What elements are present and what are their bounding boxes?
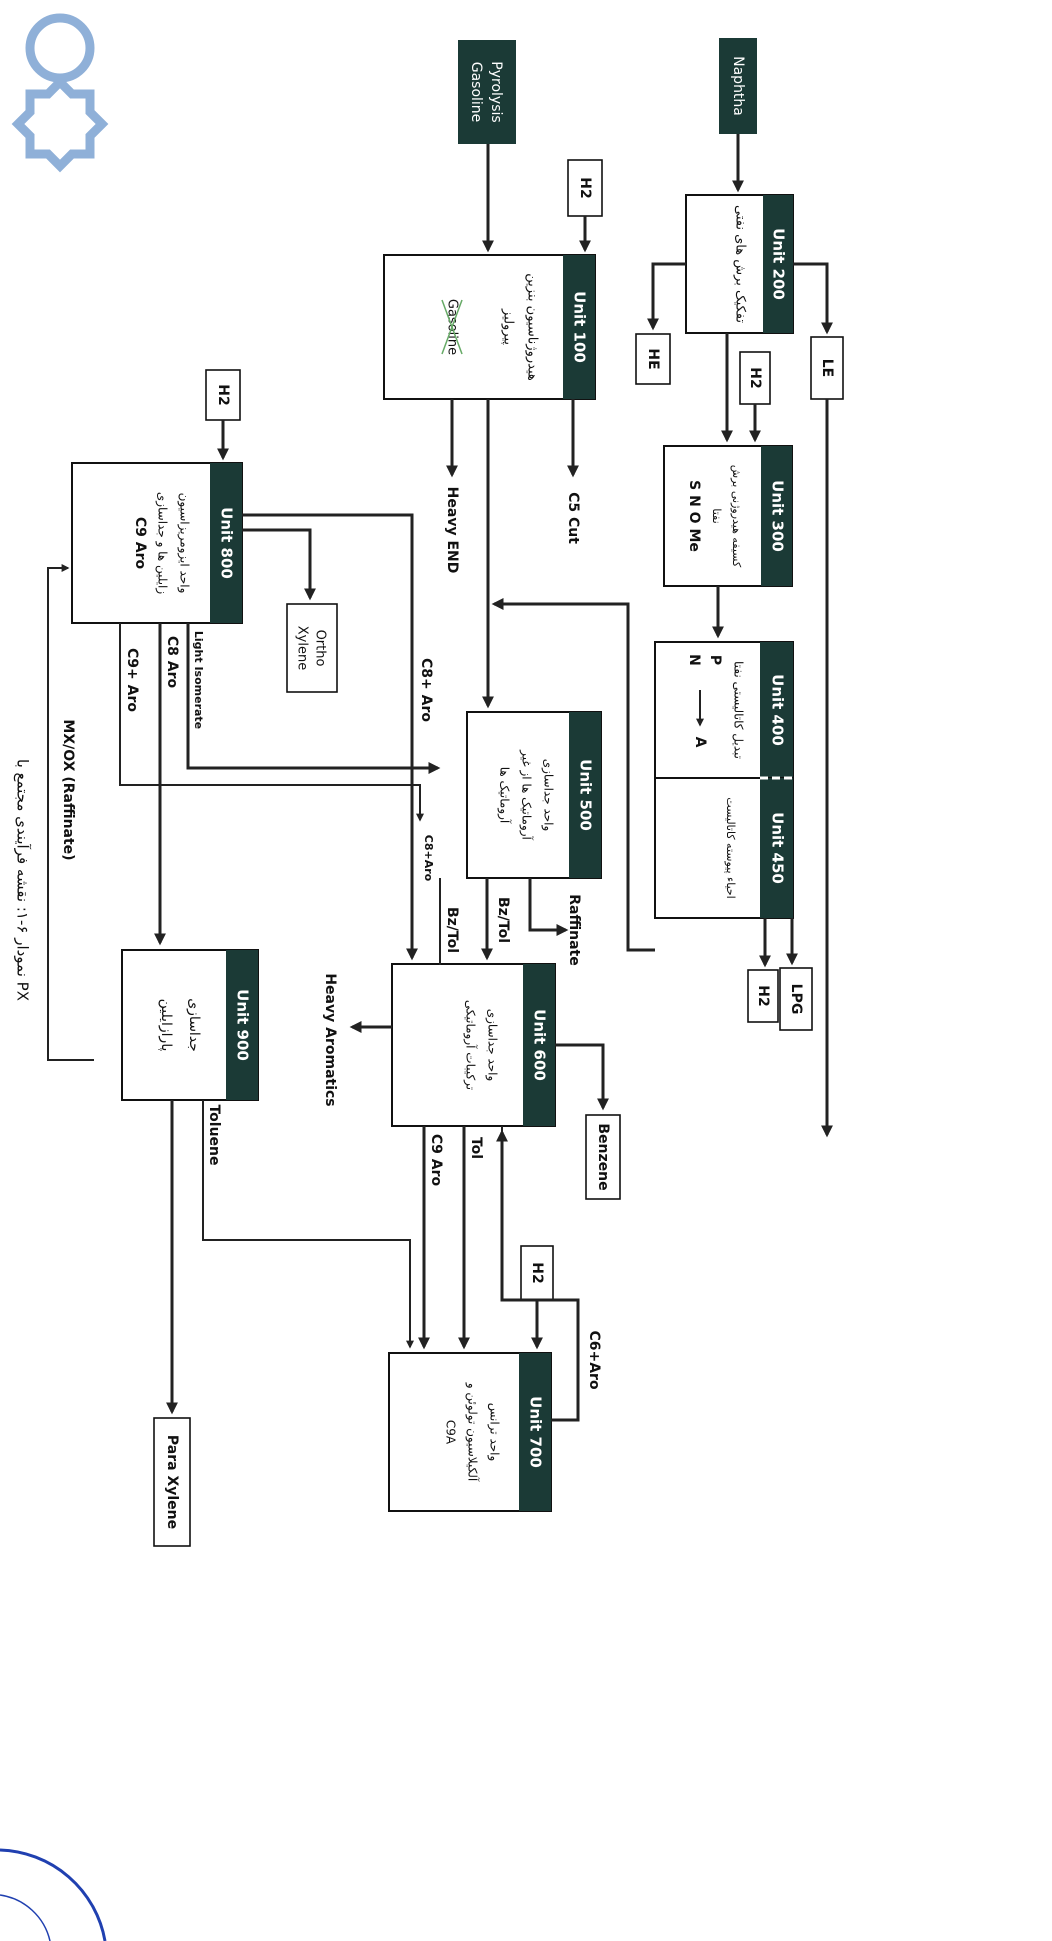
figure-caption: نمودار ۶-۱: نقشه فرآیندی مجتمع با PX (14, 759, 32, 1001)
unit-700-desc-1: واحد ترانس (487, 1403, 502, 1462)
unit-900-desc-2: پارازایلین (158, 999, 174, 1052)
unit-800-desc-3: C9 Aro (132, 517, 148, 570)
svg-text:H2: H2 (747, 367, 763, 388)
unit-500: Unit 500 واحد جداسازی آروماتیک ها از غیر… (466, 711, 602, 879)
unit-600-desc-1: واحد جداسازی (485, 1009, 500, 1082)
label-heavy-end: Heavy END (444, 487, 460, 574)
le-box: LE (810, 336, 844, 400)
label-bz-tol-2: Bz/Tol (444, 907, 460, 953)
h2-feed-unit-700: H2 (520, 1245, 554, 1301)
unit-200-title: Unit 200 (770, 228, 788, 300)
label-c8-aro-small: C8+Aro (422, 835, 435, 882)
unit-800-desc-2: زایلین ها و جداسازی (155, 492, 170, 595)
unit-800-title: Unit 800 (218, 507, 236, 579)
label-c5-cut: C5 Cut (565, 492, 581, 544)
h2-output-box: H2 (747, 969, 779, 1023)
unit-900-desc-1: جداسازی (186, 998, 202, 1052)
unit-800-desc-1: واحد ایزومریزاسیون (177, 493, 192, 594)
unit-450-title: Unit 450 (769, 812, 787, 884)
svg-text:HE: HE (645, 348, 661, 369)
unit-500-desc-2: آروماتیک ها از غیر (519, 749, 535, 840)
company-logo (11, 13, 109, 173)
label-c8-aro: C8 Aro (164, 636, 180, 689)
unit-450-desc: احیاء پیوسته کاتالیست (724, 797, 737, 898)
flow-lines (47, 134, 833, 1422)
label-c8-aro-top: C8+ Aro (418, 658, 434, 722)
label-c6-aro: C6+Aro (586, 1330, 602, 1389)
unit-300-desc-3: S N O Me (686, 480, 702, 552)
unit-400-n: N (686, 654, 702, 666)
unit-500-desc-1: واحد جداسازی (541, 759, 556, 832)
unit-400-p: P (707, 655, 723, 665)
svg-text:H2: H2 (529, 1262, 545, 1283)
svg-text:Xylene: Xylene (295, 626, 310, 670)
source-pyrolysis-gasoline: Pyrolysis Gasoline (458, 40, 516, 144)
h2-feed-unit-300: H2 (739, 351, 771, 405)
unit-500-title: Unit 500 (577, 759, 595, 831)
unit-900-title: Unit 900 (234, 989, 252, 1061)
unit-400: Unit 400 تبدیل کاتالیستی نفتا P N A (654, 641, 794, 779)
label-bz-tol-1: Bz/Tol (495, 897, 511, 943)
unit-100-desc-1: هیدروژناسیون بنزین (525, 273, 540, 381)
unit-700: Unit 700 واحد ترانس آلکیلاسیون تولوئن و … (388, 1352, 552, 1512)
lpg-box: LPG (779, 967, 813, 1031)
unit-600-desc-2: ترکیبات آروماتیکی (463, 1000, 479, 1090)
ortho-xylene-box: Ortho Xylene (286, 603, 338, 693)
unit-100-desc-2: پیرولیز (501, 308, 516, 345)
company-stamp (0, 1848, 107, 1941)
label-light-isomerate: Light Isomerate (192, 631, 205, 729)
he-box: HE (635, 333, 671, 385)
svg-text:Para Xylene: Para Xylene (164, 1435, 180, 1529)
svg-text:Benzene: Benzene (595, 1123, 611, 1190)
unit-300: Unit 300 کسیفه هیدروژنی برش نفتا S N O M… (663, 445, 793, 587)
unit-400-a: A (692, 737, 708, 748)
unit-700-desc-3: C9A (444, 1420, 458, 1445)
unit-400-title: Unit 400 (769, 674, 787, 746)
label-c9-aro-800: C9+ Aro (124, 648, 140, 712)
label-mx-ox: MX/OX (Raffinate) (60, 719, 76, 860)
label-raffinate: Raffinate (566, 894, 582, 965)
naphtha-label: Naphtha (730, 56, 746, 116)
label-heavy-aromatics: Heavy Aromatics (322, 973, 338, 1106)
unit-800: Unit 800 واحد ایزومریزاسیون زایلین ها و … (71, 462, 243, 624)
unit-700-title: Unit 700 (527, 1396, 545, 1468)
svg-text:LE: LE (819, 359, 835, 377)
unit-300-desc-1: کسیفه هیدروژنی برش (730, 465, 743, 568)
unit-100: Unit 100 هیدروژناسیون بنزین پیرولیز Gaso… (383, 254, 596, 400)
label-tol: Tol (468, 1137, 484, 1159)
svg-text:Ortho: Ortho (313, 630, 328, 667)
unit-700-desc-2: آلکیلاسیون تولوئن و (465, 1382, 481, 1482)
svg-text:H2: H2 (577, 177, 593, 198)
benzene-box: Benzene (585, 1114, 621, 1200)
source-naphtha: Naphtha (719, 38, 757, 134)
pyrolysis-label: Pyrolysis (488, 61, 504, 122)
svg-text:H2: H2 (215, 384, 231, 405)
unit-500-desc-3: آروماتیک ها (497, 767, 513, 824)
unit-200-desc: تفکیک برش های نفتی (733, 205, 748, 323)
unit-100-title: Unit 100 (571, 291, 589, 363)
svg-text:LPG: LPG (788, 984, 804, 1015)
label-c9-aro: C9 Aro (428, 1134, 444, 1187)
unit-450: Unit 450 احیاء پیوسته کاتالیست (654, 776, 794, 919)
unit-600-title: Unit 600 (531, 1009, 549, 1081)
unit-400-desc-1: تبدیل کاتالیستی نفتا (732, 661, 746, 759)
label-toluene: Toluene (206, 1104, 222, 1165)
unit-900: Unit 900 جداسازی پارازایلین (121, 949, 259, 1101)
h2-feed-unit-100: H2 (567, 159, 603, 217)
unit-300-title: Unit 300 (769, 480, 787, 552)
gasoline-label: Gasoline (468, 62, 484, 123)
para-xylene-box: Para Xylene (153, 1417, 191, 1547)
unit-200: Unit 200 تفکیک برش های نفتی (685, 194, 794, 334)
h2-feed-unit-800: H2 (205, 369, 241, 421)
unit-600: Unit 600 واحد جداسازی ترکیبات آروماتیکی (391, 963, 556, 1127)
unit-300-desc-2: نفتا (710, 508, 723, 523)
svg-text:H2: H2 (755, 985, 771, 1006)
